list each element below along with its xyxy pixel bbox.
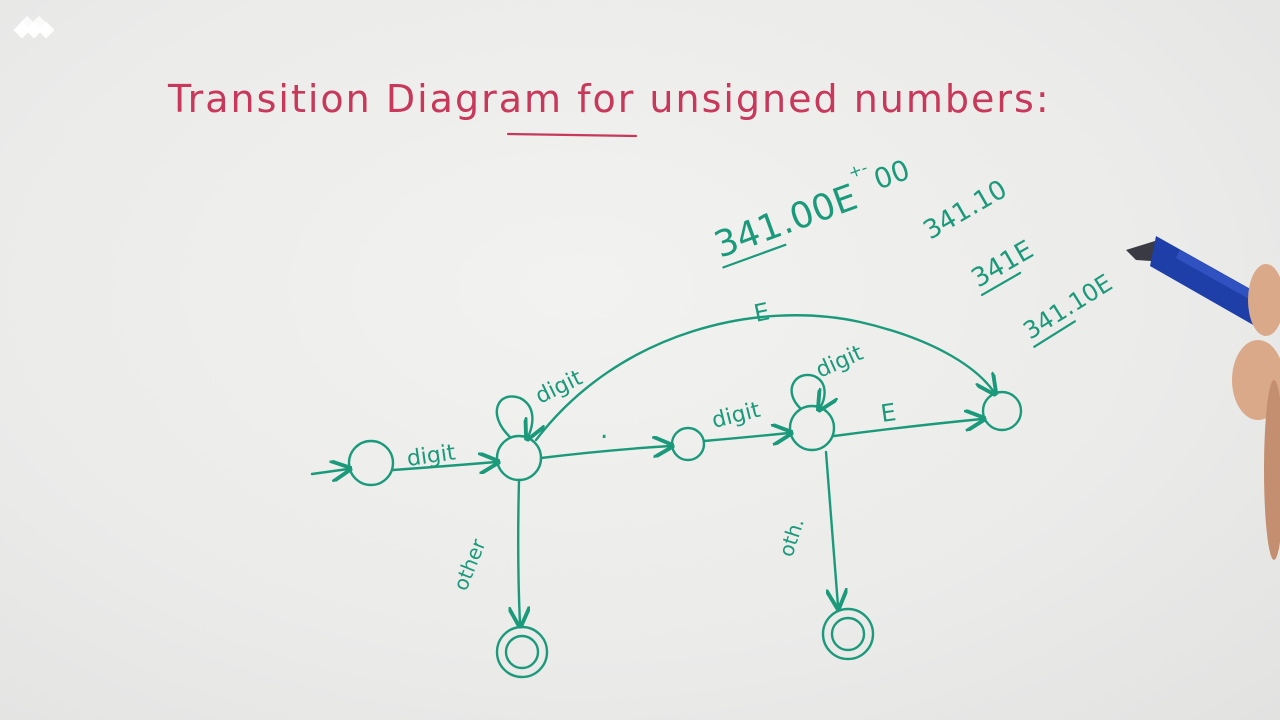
label-integer-to-final: other [448, 535, 491, 594]
example-1-suffix: 00 [869, 153, 914, 196]
example-2: 341.10 [919, 175, 1013, 246]
edge-start-to-integer [391, 462, 496, 470]
edge-fraction-to-final [824, 450, 838, 606]
state-integer [495, 434, 543, 482]
entry-arrow [310, 469, 348, 474]
example-4-text: 341.10E [1018, 269, 1117, 345]
state-final-left [495, 625, 549, 679]
edge-integer-to-exponent [534, 314, 994, 442]
example-3-text: 341E [967, 235, 1039, 294]
state-start [347, 439, 395, 487]
example-1-text: 341.00E [709, 177, 863, 266]
edge-fraction-to-exponent [832, 419, 982, 438]
example-1: 341.00E +- 00 [709, 153, 914, 269]
example-3-underline [980, 271, 1022, 297]
label-start-to-integer: digit [405, 440, 457, 472]
example-4: 341.10E [1018, 269, 1117, 348]
label-integer-loop: digit [532, 365, 587, 409]
state-exponent [981, 390, 1023, 432]
edge-integer-to-dot [539, 446, 670, 460]
edge-dot-to-fraction [702, 433, 789, 441]
label-fraction-to-exponent: E [879, 398, 898, 428]
label-dot-to-fraction: digit [709, 398, 763, 434]
example-3: 341E [967, 235, 1039, 297]
edge-integer-loop [495, 395, 533, 437]
label-integer-to-dot: . [600, 415, 608, 445]
pen-icon [1126, 236, 1270, 330]
label-integer-to-exponent: E [751, 297, 772, 328]
example-1-underline [722, 243, 787, 269]
page-title: Transition Diagram for unsigned numbers: [167, 77, 1051, 121]
state-fraction [788, 404, 836, 452]
example-2-text: 341.10 [919, 175, 1013, 246]
edge-fraction-loop [790, 373, 825, 408]
state-final-right [821, 607, 875, 661]
state-dot [670, 426, 706, 462]
edge-integer-to-final [518, 478, 520, 624]
title-underline [506, 132, 638, 138]
diamond-grid-logo-icon [13, 15, 55, 39]
example-4-underline [1033, 320, 1077, 348]
hand-image [1232, 264, 1280, 560]
label-fraction-loop: digit [812, 341, 867, 384]
label-fraction-to-final: oth. [774, 515, 809, 560]
